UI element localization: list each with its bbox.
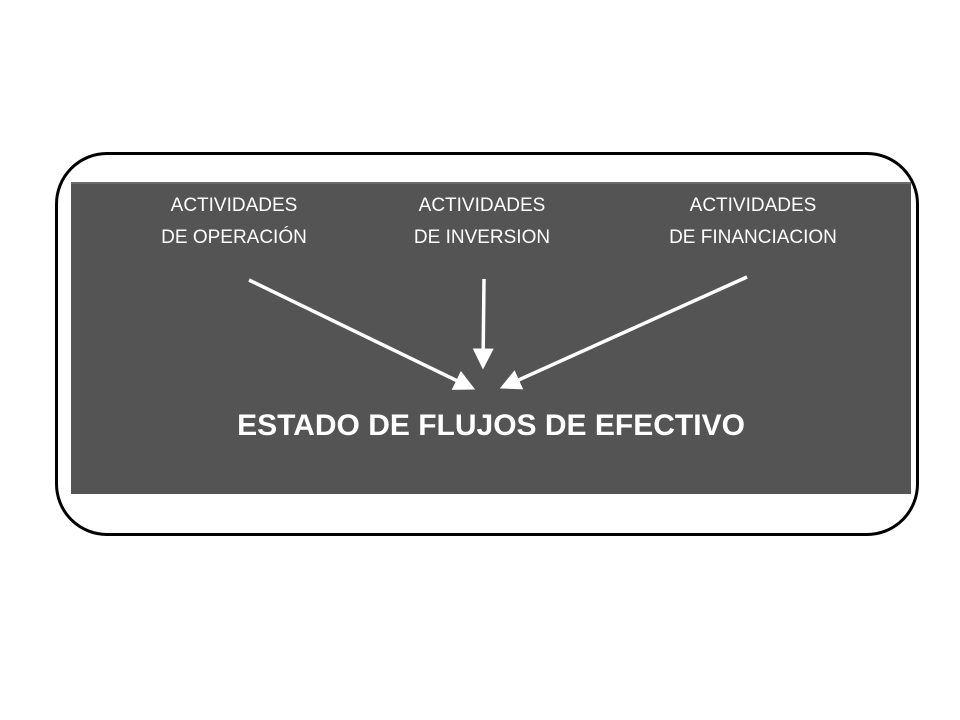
arrow-operacion <box>248 278 476 390</box>
source-operacion-label: ACTIVIDADES DE OPERACIÓN <box>161 195 307 248</box>
source-financiacion-label: ACTIVIDADES DE FINANCIACION <box>669 195 837 248</box>
arrow-inversion <box>472 278 494 370</box>
result-title: ESTADO DE FLUJOS DE EFECTIVO <box>237 409 745 442</box>
arrow-financiacion <box>499 275 748 390</box>
dark-panel <box>71 184 911 494</box>
source-inversion-label: ACTIVIDADES DE INVERSION <box>413 195 551 248</box>
